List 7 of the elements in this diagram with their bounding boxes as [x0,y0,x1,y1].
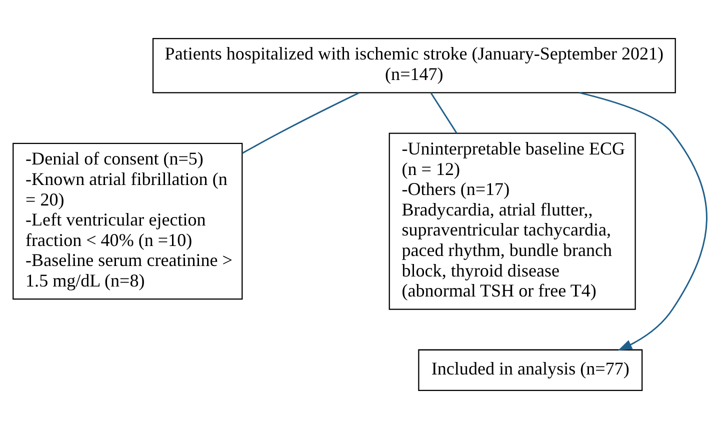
node-box: -Denial of consent (n=5) -Known atrial fibrillation (n = 20) -Left ventricular ejection fraction < 40% (n =10) -Baseline serum creatinine > 1.5 mg/dL (n=8) [12,142,243,300]
node-box: -Uninterpretable baseline ECG (n = 12) -Others (n=17) Bradycardia, atrial flutter,, supraventricular tachycardia, paced rhythm, bundle branch block, thyroid disease (abnormal TSH or free T4) [388,132,636,310]
node-box: Patients hospitalized with ischemic stroke (January-September 2021) (n=147) [152,37,676,93]
connector [430,92,458,133]
arrow [579,91,708,350]
node-box: Included in analysis (n=77) [418,348,643,391]
connector [242,92,360,154]
